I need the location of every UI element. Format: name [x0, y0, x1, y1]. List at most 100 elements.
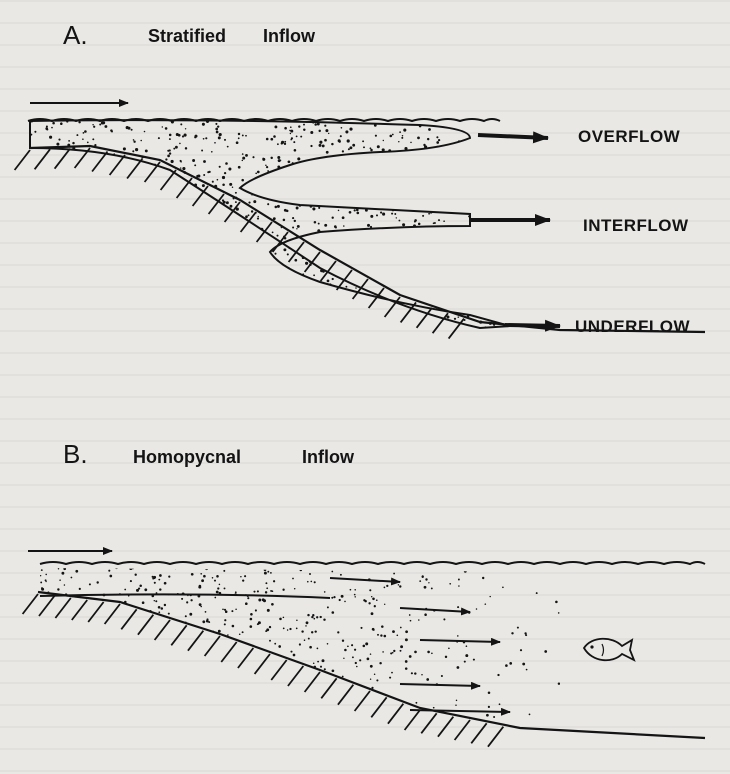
sediment-dot — [194, 688, 196, 690]
sediment-dot — [428, 582, 429, 583]
sediment-dot — [477, 250, 479, 252]
sediment-dot — [200, 606, 202, 608]
sediment-dot — [153, 683, 156, 686]
sediment-dot — [515, 285, 517, 287]
sediment-dot — [159, 574, 162, 577]
sediment-dot — [97, 639, 99, 641]
sediment-dot — [278, 277, 280, 279]
sediment-dot — [226, 307, 228, 309]
sediment-dot — [325, 688, 327, 690]
sediment-dot — [350, 256, 353, 259]
sediment-dot — [308, 235, 311, 238]
sediment-dot — [100, 650, 102, 652]
sediment-dot — [217, 218, 219, 220]
sediment-dot — [185, 615, 187, 617]
sediment-dot — [160, 280, 163, 283]
sediment-dot — [250, 613, 253, 616]
sediment-dot — [319, 260, 321, 262]
sediment-dot — [505, 173, 507, 175]
sediment-dot — [318, 284, 320, 286]
sediment-dot — [433, 268, 436, 271]
sediment-dot — [255, 675, 258, 678]
sediment-dot — [411, 252, 414, 255]
sediment-dot — [344, 201, 345, 202]
sediment-dot — [362, 140, 364, 142]
sediment-dot — [352, 254, 353, 255]
sediment-dot — [391, 213, 393, 215]
sediment-dot — [109, 608, 111, 610]
sediment-dot — [443, 303, 446, 306]
bed-hatch-stroke — [337, 270, 352, 290]
sediment-dot — [353, 244, 356, 247]
sediment-dot — [242, 579, 244, 581]
sediment-dot — [380, 278, 383, 281]
sediment-dot — [277, 165, 280, 168]
sediment-dot — [296, 620, 298, 622]
sediment-dot — [359, 659, 361, 661]
sediment-dot — [207, 322, 209, 324]
sediment-dot — [440, 156, 443, 159]
sediment-dot — [190, 323, 192, 325]
sediment-dot — [176, 710, 179, 713]
sediment-dot — [149, 312, 152, 315]
sediment-dot — [283, 617, 285, 619]
sediment-dot — [95, 650, 97, 652]
sediment-dot — [515, 233, 517, 235]
sediment-dot — [507, 308, 510, 311]
sediment-dot — [42, 616, 45, 619]
sediment-dot — [442, 162, 444, 164]
sediment-dot — [161, 271, 163, 273]
sediment-dot — [49, 249, 52, 252]
sediment-dot — [123, 251, 125, 253]
sediment-dot — [214, 597, 216, 599]
sediment-dot — [61, 213, 64, 216]
sediment-dot — [297, 157, 300, 160]
sediment-dot — [244, 575, 246, 577]
sediment-dot — [486, 714, 489, 717]
sediment-dot — [181, 329, 183, 331]
sediment-dot — [504, 186, 507, 189]
sediment-dot — [102, 179, 104, 181]
sediment-dot — [352, 711, 354, 713]
sediment-dot — [178, 134, 181, 137]
sediment-dot — [89, 666, 91, 668]
sediment-dot — [461, 307, 463, 309]
sediment-dot — [374, 319, 377, 322]
sediment-dot — [393, 573, 395, 575]
sediment-dot — [104, 125, 107, 128]
sediment-dot — [94, 283, 97, 286]
sediment-dot — [439, 171, 441, 173]
sediment-dot — [402, 223, 405, 226]
sediment-dot — [512, 250, 514, 252]
sediment-dot — [169, 152, 171, 154]
sediment-dot — [295, 175, 297, 177]
sediment-dot — [504, 290, 507, 293]
sediment-dot — [153, 576, 156, 579]
sediment-dot — [381, 329, 383, 331]
sediment-dot — [222, 199, 224, 201]
sediment-dot — [202, 241, 204, 243]
sediment-dot — [368, 602, 370, 604]
sediment-dot — [242, 677, 244, 679]
sediment-dot — [91, 612, 93, 614]
sediment-dot — [264, 568, 267, 571]
sediment-dot — [427, 138, 429, 140]
sediment-dot — [48, 674, 50, 676]
sediment-dot — [156, 234, 158, 236]
sediment-dot — [503, 240, 506, 243]
sediment-dot — [67, 232, 69, 234]
sediment-dot — [456, 276, 458, 278]
sediment-dot — [374, 605, 376, 607]
sediment-dot — [94, 308, 95, 309]
sediment-dot — [104, 706, 106, 708]
sediment-dot — [165, 127, 168, 130]
underflow-arrow — [505, 325, 560, 326]
sediment-dot — [358, 178, 361, 181]
sediment-dot — [310, 201, 312, 203]
sediment-dot — [333, 596, 335, 598]
sediment-dot — [119, 182, 122, 185]
sediment-dot — [30, 134, 32, 136]
sediment-dot — [405, 173, 407, 175]
sediment-dot — [202, 184, 205, 187]
sediment-dot — [129, 567, 132, 570]
